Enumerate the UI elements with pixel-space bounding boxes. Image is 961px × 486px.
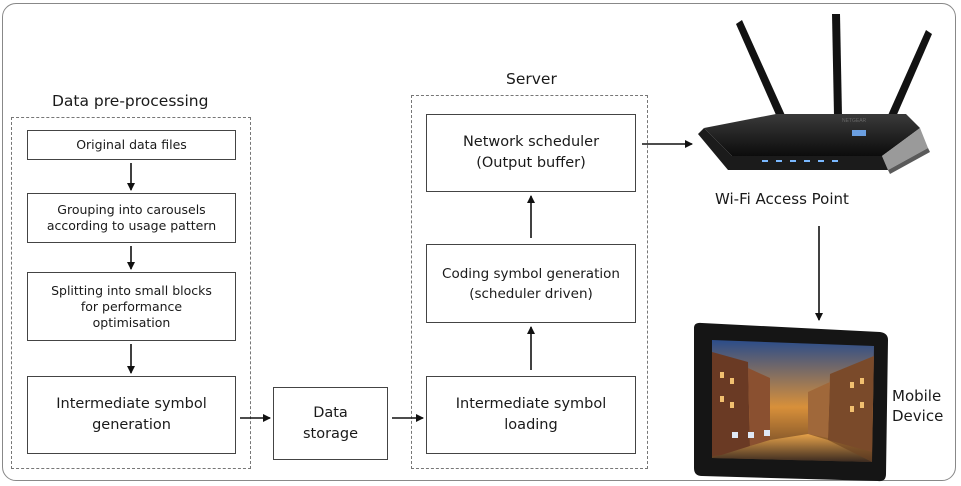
data-storage-box: Data storage [273, 387, 388, 460]
step-intermediate-symbol-generation: Intermediate symbol generation [27, 376, 236, 454]
server-group [411, 95, 648, 469]
wifi-router-icon: NETGEAR [698, 14, 932, 174]
step-coding-symbol-generation: Coding symbol generation (scheduler driv… [426, 244, 636, 323]
step-grouping-carousels: Grouping into carousels according to usa… [27, 193, 236, 243]
step-network-scheduler: Network scheduler (Output buffer) [426, 114, 636, 192]
step-original-data-files: Original data files [27, 130, 236, 160]
step-intermediate-symbol-loading: Intermediate symbol loading [426, 376, 636, 454]
svg-text:NETGEAR: NETGEAR [842, 118, 867, 124]
tablet-icon [694, 322, 888, 482]
preprocessing-group [11, 117, 251, 469]
figure-frame [2, 3, 956, 481]
server-title: Server [506, 70, 557, 88]
step-splitting-blocks: Splitting into small blocks for performa… [27, 272, 236, 341]
wifi-access-point-label: Wi-Fi Access Point [715, 190, 849, 208]
preprocessing-title: Data pre-processing [52, 92, 209, 110]
mobile-device-label: Mobile Device [892, 387, 944, 425]
